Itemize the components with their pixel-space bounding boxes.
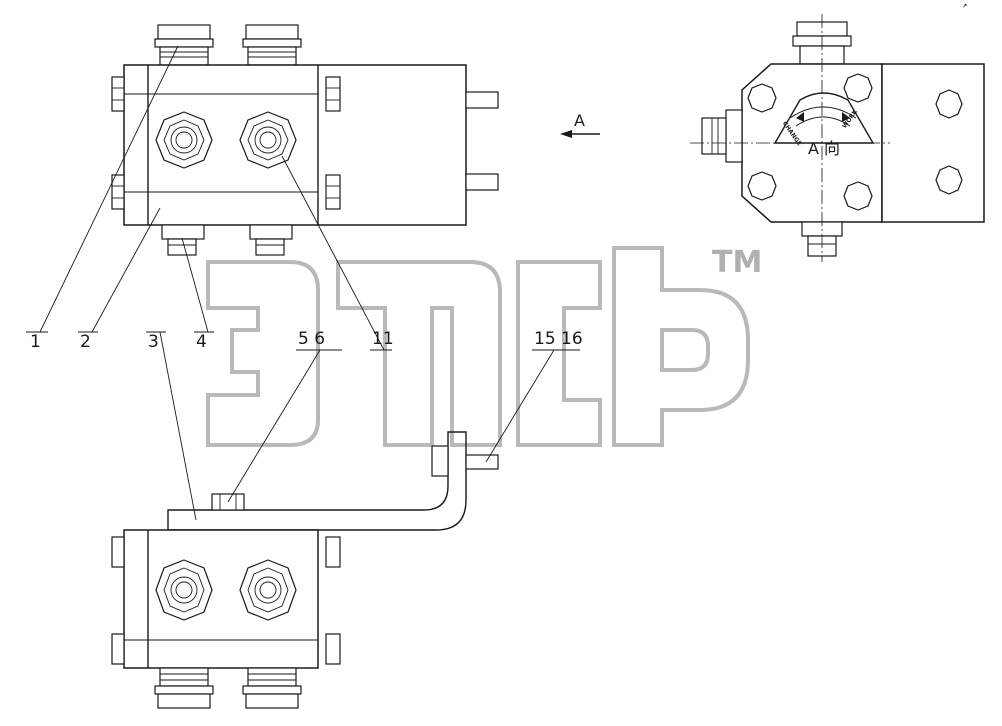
callout-1: 1	[30, 332, 41, 352]
view-a-label: A 向	[808, 139, 840, 158]
callout-15-16: 15 16	[534, 329, 583, 349]
view-arrow-label: A	[574, 111, 585, 130]
callout-5-6: 5 6	[298, 329, 325, 349]
callout-11: 11	[372, 329, 394, 349]
view-arrow-marker: A	[560, 111, 600, 138]
callout-3: 3	[148, 332, 159, 352]
leader-lines	[26, 45, 580, 521]
callout-2: 2	[80, 332, 91, 352]
corner-mark: ↗	[962, 3, 967, 10]
callout-4: 4	[196, 332, 207, 352]
watermark-logo	[206, 246, 750, 447]
valve-top-front-view	[111, 24, 499, 256]
valve-bottom-assembly	[111, 431, 499, 709]
trademark-text: TM	[712, 245, 762, 280]
valve-side-view-a: CHANGE WORK A 向	[690, 14, 985, 262]
